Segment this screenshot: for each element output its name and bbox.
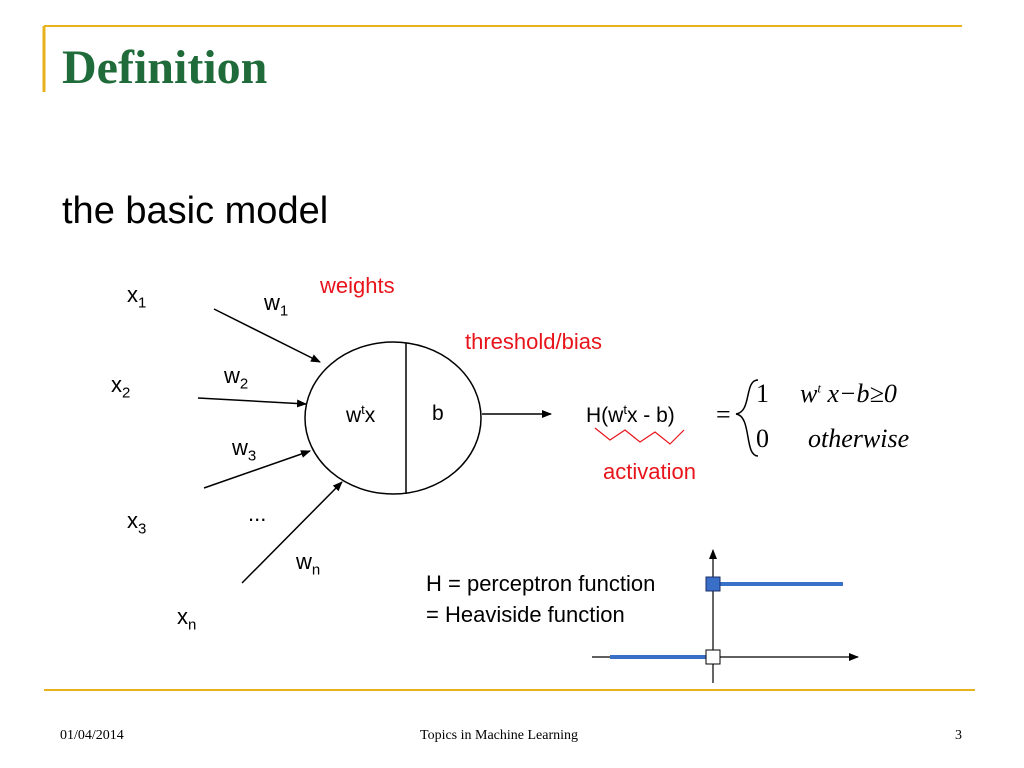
footer-date: 01/04/2014	[60, 728, 124, 743]
footer-course: Topics in Machine Learning	[420, 728, 579, 743]
case2-condition: otherwise	[808, 424, 910, 453]
activation-annotation: activation	[603, 459, 696, 484]
piecewise-brace	[735, 379, 759, 457]
neuron-bias: b	[432, 402, 444, 425]
activation-squiggle	[594, 427, 685, 445]
input-arrow-3	[203, 450, 311, 489]
weights-annotation: weights	[320, 273, 395, 298]
heaviside-caption-line2: = Heaviside function	[426, 602, 625, 627]
output-expression: H(wtx - b)	[586, 402, 675, 427]
weight-ellipsis: ...	[248, 501, 267, 526]
bias-annotation: threshold/bias	[465, 329, 602, 354]
heaviside-plot	[592, 549, 859, 683]
input-label-x1: x1	[127, 282, 147, 312]
input-label-x3: x3	[127, 508, 147, 538]
weight-label-w3: w3	[232, 435, 257, 465]
input-arrow-n	[241, 481, 343, 584]
slide-title: Definition	[62, 41, 268, 94]
heaviside-caption-line1: H = perceptron function	[426, 571, 656, 596]
neuron-circle	[304, 341, 482, 495]
equation-equals: =	[716, 400, 731, 429]
weight-label-wn: wn	[296, 549, 321, 579]
footer-page-number: 3	[955, 728, 962, 743]
case1-condition: wt x−b≥0	[800, 379, 897, 408]
input-label-xn: xn	[177, 604, 197, 634]
input-arrow-1	[213, 308, 321, 363]
input-label-x2: x2	[111, 372, 131, 402]
step-open-marker	[705, 649, 721, 665]
case2-value: 0	[756, 424, 769, 453]
weight-label-w2: w2	[224, 363, 249, 393]
neuron-weighted-sum: wtx	[346, 402, 376, 427]
slide-subtitle: the basic model	[62, 190, 329, 232]
input-arrow-2	[197, 397, 307, 408]
weight-label-w1: w1	[264, 290, 289, 320]
step-filled-marker	[705, 576, 721, 592]
case1-value: 1	[756, 379, 769, 408]
